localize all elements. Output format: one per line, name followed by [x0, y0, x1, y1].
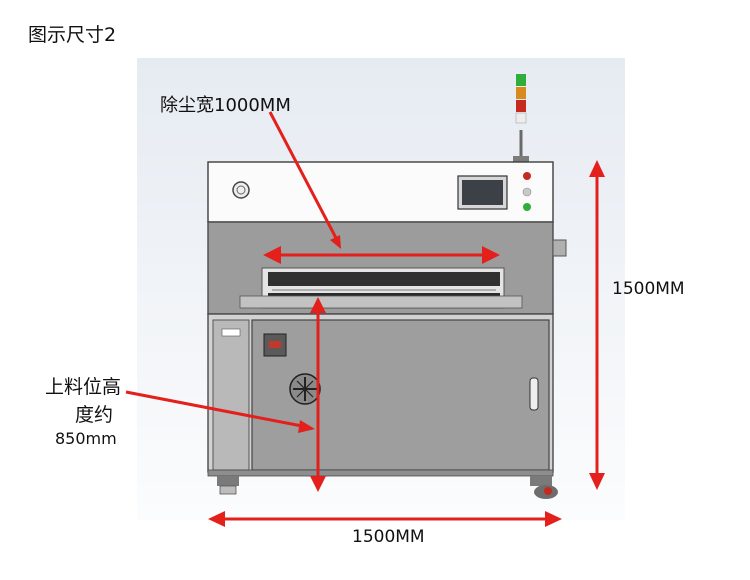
- tower-lamp-amber: [516, 87, 526, 99]
- door-handle: [529, 377, 539, 411]
- feed-height-leader: [125, 390, 315, 433]
- dust-width-arrow: [263, 246, 500, 264]
- control-cabinet: [207, 161, 554, 223]
- dust-chamber: [207, 221, 567, 315]
- feed-height-label-line1: 上料位高: [45, 376, 122, 398]
- feed-height-value: 850mm: [55, 429, 117, 448]
- width-arrow: [208, 511, 562, 527]
- casters: [217, 476, 558, 499]
- tower-lamp-red: [516, 100, 526, 112]
- feed-height-label-line2: 度约: [75, 404, 114, 426]
- dust-width-leader: [268, 111, 341, 249]
- width-label: 1500MM: [352, 527, 425, 547]
- indicator-red: [523, 172, 531, 180]
- power-switch-icon: [232, 181, 250, 199]
- height-arrow: [589, 160, 605, 490]
- indicator-green: [523, 203, 531, 211]
- signal-tower: [513, 74, 529, 162]
- tower-lamp-green: [516, 74, 526, 86]
- dimension-arrows: [125, 111, 605, 527]
- page-title: 图示尺寸2: [28, 24, 117, 46]
- feed-height-arrow: [310, 297, 326, 492]
- lower-cabinet: [207, 313, 554, 477]
- indicator-white: [522, 187, 532, 197]
- height-label: 1500MM: [612, 279, 685, 299]
- dust-width-label: 除尘宽1000MM: [160, 95, 291, 116]
